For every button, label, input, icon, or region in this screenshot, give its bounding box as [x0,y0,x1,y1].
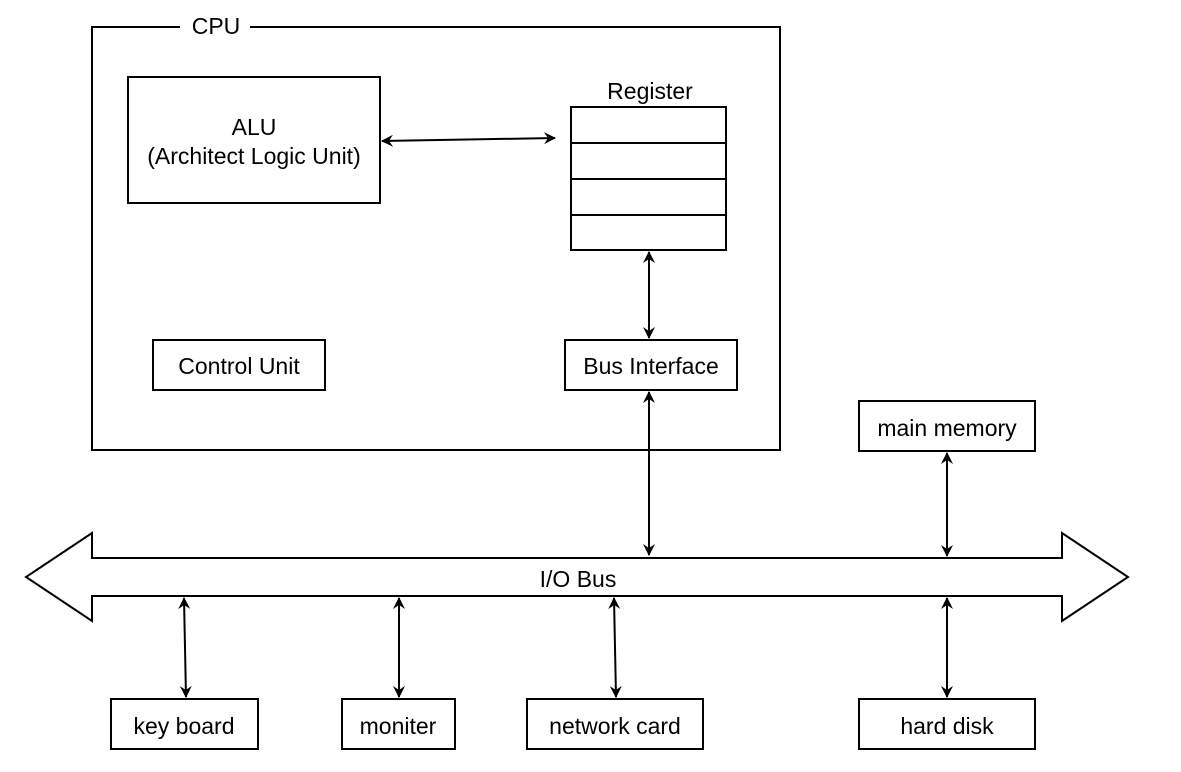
register-stack: Register [570,78,727,251]
monitor-box: moniter [341,698,456,750]
hard-disk-box: hard disk [858,698,1036,750]
register-label: Register [607,78,693,104]
io-bus-body [24,531,1130,623]
keyboard-label: key board [133,713,234,739]
cpu-label: CPU [192,13,241,39]
keyboard-io-bus-arrow [178,597,192,698]
register-cell [570,214,727,251]
alu-title: ALU [232,114,277,140]
network-card-box: network card [526,698,704,750]
alu-box: ALU (Architect Logic Unit) [127,76,381,204]
alu-subtitle: (Architect Logic Unit) [147,143,360,169]
bus-interface-label: Bus Interface [583,353,719,379]
cpu-container: CPU [91,13,781,451]
monitor-label: moniter [360,713,437,739]
keyboard-box: key board [110,698,259,750]
register-cell [570,142,727,180]
network-card-io-bus-arrow [608,597,622,698]
io-bus-label: I/O Bus [540,566,617,592]
bus-interface-box: Bus Interface [564,339,738,391]
register-cell [570,106,727,144]
alu-register-arrow [381,132,556,147]
io-bus: I/O Bus [24,531,1130,623]
main-memory-label: main memory [877,415,1017,441]
control-unit-box: Control Unit [152,339,326,391]
register-cell [570,178,727,216]
control-unit-label: Control Unit [178,353,300,379]
hard-disk-label: hard disk [900,713,994,739]
main-memory-box: main memory [858,400,1036,452]
network-card-label: network card [549,713,681,739]
